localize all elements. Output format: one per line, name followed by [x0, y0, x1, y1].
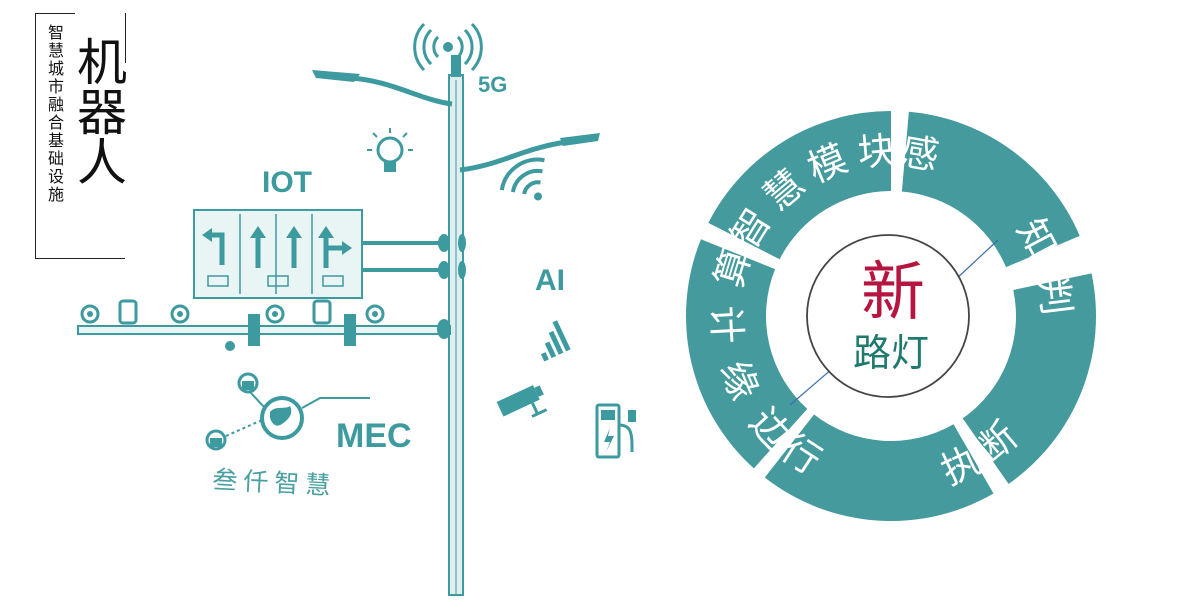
ring-segment-3: [764, 414, 994, 521]
camera-icons: [80, 299, 385, 325]
ring-label-char: 慧: [755, 161, 812, 219]
ring-label-char: 算: [707, 243, 760, 292]
lamp-head-left: [312, 70, 360, 82]
ring-segment-1: [901, 111, 1080, 268]
ring-segment-label-1: 感知: [897, 129, 1065, 266]
traffic-sign: [193, 209, 363, 299]
subtitle-text: 智慧城市融合基础设施: [45, 24, 64, 204]
iot-label: IOT: [262, 166, 312, 199]
ring-label-char: 边: [741, 400, 799, 458]
ring-segment-5: [708, 110, 891, 260]
mec-label: MEC: [336, 417, 412, 455]
wifi-icon: [499, 157, 545, 201]
ring-segment-4: [686, 239, 808, 469]
ring-segment-label-3: 执行: [773, 426, 987, 494]
smart-pole-illustration: 5G IOT: [77, 22, 636, 596]
ring-label-char: 行: [773, 426, 829, 484]
ring-label-char: 知: [1008, 211, 1065, 265]
ring-label-char: 模: [801, 136, 853, 191]
title-text: 机器人: [69, 36, 127, 186]
ring-label-char: 智: [722, 201, 779, 257]
ring-label-char: 感: [897, 129, 942, 179]
tagline-text: 叁仟智慧: [212, 465, 337, 500]
lightbulb-icon: [367, 128, 413, 172]
ring-label-char: 断: [968, 413, 1025, 471]
camera-bar: [77, 314, 451, 351]
ring-label-char: 判: [1031, 274, 1079, 317]
ring-label-char: 计: [703, 305, 749, 345]
ring-label-char: 缘: [711, 354, 766, 406]
center-main-text: 新: [861, 256, 925, 330]
sign-brackets: [362, 234, 466, 279]
ring-segments: 感知判断执行边缘计算智慧模块: [686, 110, 1096, 521]
mec-network-icon: [205, 372, 370, 451]
connector-line-gap: [804, 373, 831, 396]
ring-label-char: 块: [856, 128, 898, 175]
ring-segment-2: [962, 273, 1096, 484]
ai-label: AI: [535, 264, 565, 297]
antenna-icon: [413, 22, 483, 77]
center-sub-text: 路灯: [853, 331, 929, 375]
lamp-arm-right: [459, 134, 596, 173]
charging-station-icon: [595, 403, 636, 459]
ring-segment-label-2: 判断: [968, 274, 1079, 471]
signal-bars-icon: [540, 320, 571, 362]
center-circle: [806, 234, 970, 398]
connector-line-right: [954, 239, 999, 281]
ring-label-char: 执: [934, 438, 987, 494]
5g-label: 5G: [478, 72, 507, 97]
title-block: 智慧城市融合基础设施 机器人: [35, 13, 127, 259]
ring-segment-label-5: 智慧模块: [722, 128, 897, 256]
cctv-camera-icon: [496, 385, 548, 418]
lamp-head-right: [560, 133, 600, 146]
connector-line-left: [789, 361, 841, 406]
